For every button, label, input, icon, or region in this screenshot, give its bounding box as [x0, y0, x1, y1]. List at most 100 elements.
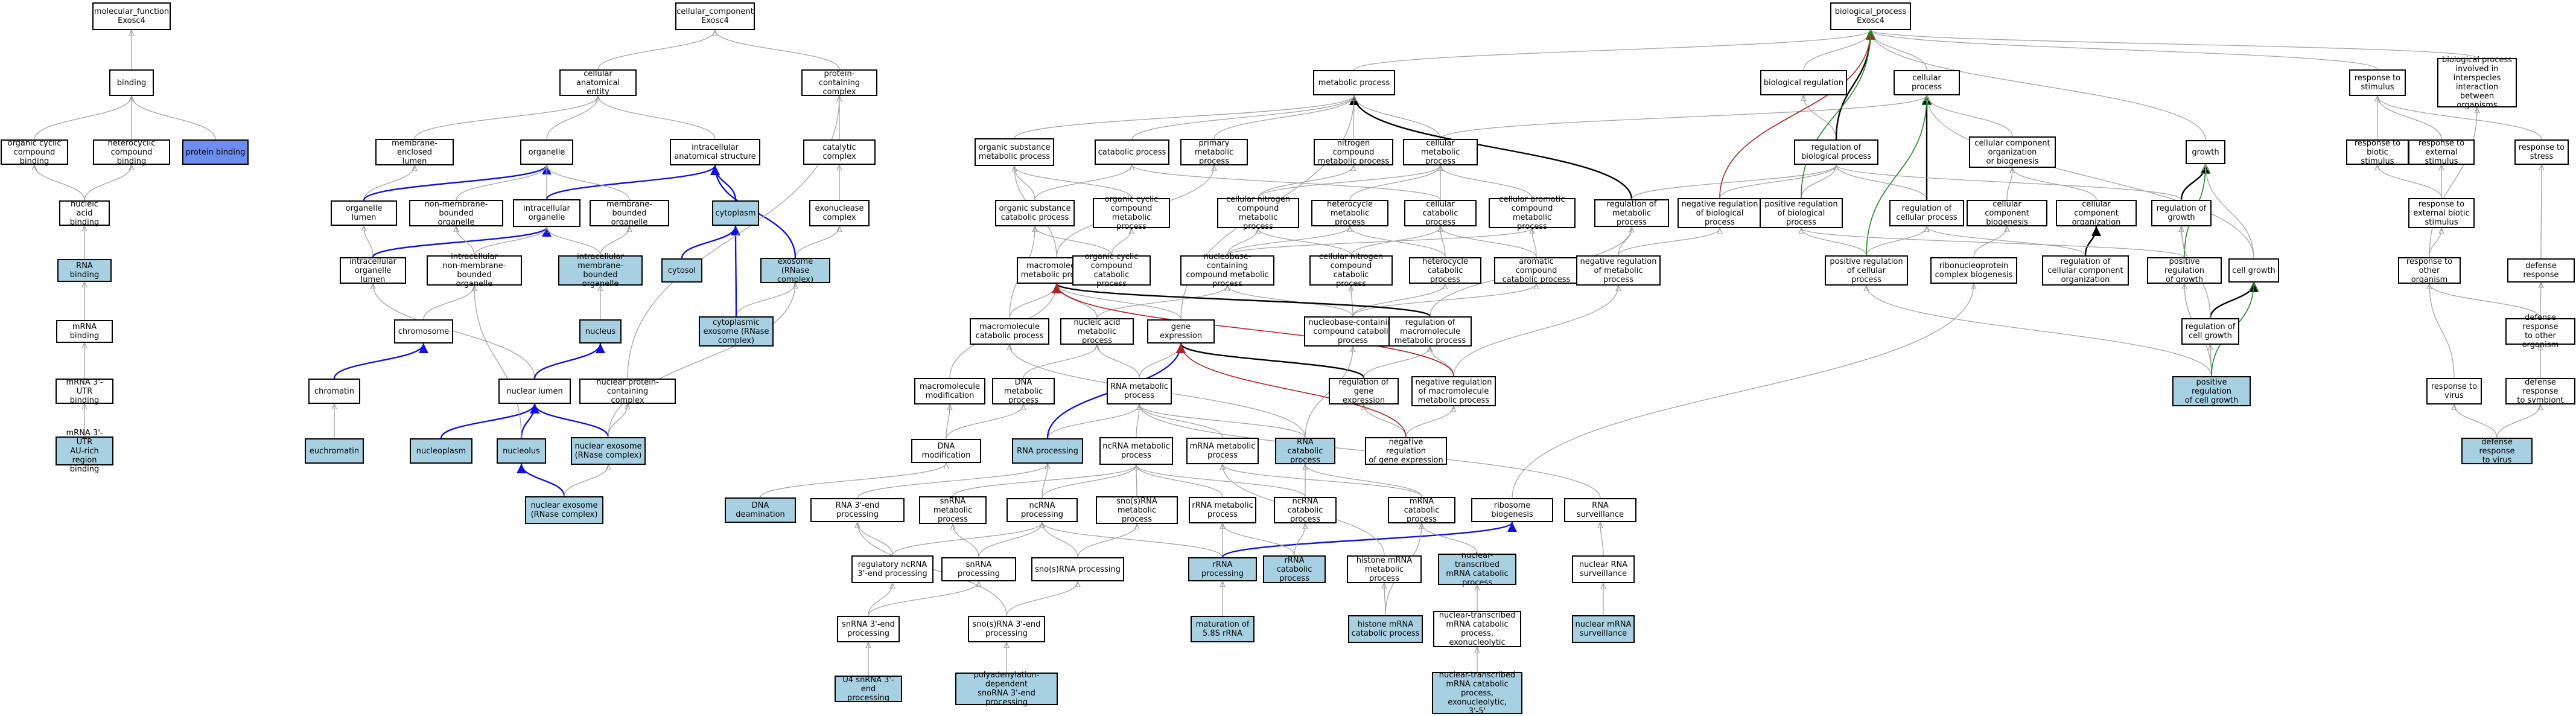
- go-term-cellular-component-organization[interactable]: cellular component organization: [2056, 200, 2137, 227]
- go-term-mrna-3utr-binding[interactable]: mRNA 3'-UTR binding: [56, 378, 113, 405]
- go-term-snrna-processing[interactable]: snRNA processing: [941, 557, 1016, 581]
- go-term-nuclear-rna-surveillance[interactable]: nuclear RNA surveillance: [1572, 555, 1635, 583]
- go-term-cellular-anatomical-entity[interactable]: cellular anatomical entity: [559, 69, 637, 97]
- go-term-intracellular-organelle[interactable]: intracellular organelle: [513, 199, 580, 227]
- go-term-snrna-metabolic[interactable]: snRNA metabolic process: [919, 496, 987, 524]
- go-term-cellular-catabolic[interactable]: cellular catabolic process: [1404, 200, 1477, 227]
- go-term-mrna-binding[interactable]: mRNA binding: [56, 320, 113, 343]
- go-term-regulatory-ncrna-3end[interactable]: regulatory ncRNA 3'-end processing: [851, 555, 933, 583]
- go-term-bp-interspecies[interactable]: biological process involved in interspec…: [2437, 56, 2517, 110]
- go-term-cc-root[interactable]: cellular_component Exosc4: [675, 2, 755, 30]
- go-term-positive-regulation-biological[interactable]: positive regulation of biological proces…: [1760, 198, 1843, 228]
- go-term-nuclear-exosome-b[interactable]: nuclear exosome (RNase complex): [525, 496, 603, 524]
- go-term-nuclear-mrna-surveillance[interactable]: nuclear mRNA surveillance: [1572, 615, 1635, 643]
- go-term-mrna-3utr-au-binding[interactable]: mRNA 3'-UTR AU-rich region binding: [56, 429, 113, 474]
- go-term-cytoplasm[interactable]: cytoplasm: [712, 200, 759, 226]
- go-term-heterocycle-catabolic[interactable]: heterocycle catabolic process: [1409, 257, 1481, 284]
- go-term-nuclear-protein-containing-complex[interactable]: nuclear protein-containing complex: [579, 378, 676, 405]
- go-term-ncrna-metabolic[interactable]: ncRNA metabolic process: [1099, 437, 1173, 465]
- go-term-nuclear-transcribed-mrna-catabolic[interactable]: nuclear-transcribed mRNA catabolic proce…: [1438, 551, 1516, 587]
- go-term-membrane-bounded-organelle[interactable]: membrane-bounded organelle: [590, 200, 669, 227]
- go-term-nuclear-lumen[interactable]: nuclear lumen: [498, 379, 571, 404]
- go-term-cellular-nitrogen-compound-catabolic[interactable]: cellular nitrogen compound catabolic pro…: [1309, 252, 1393, 289]
- go-term-cytosol[interactable]: cytosol: [661, 258, 702, 283]
- go-term-regulation-of-biological-process[interactable]: regulation of biological process: [1794, 139, 1878, 165]
- go-term-response-to-external[interactable]: response to external stimulus: [2408, 139, 2475, 166]
- go-term-nuclear-exosome-a[interactable]: nuclear exosome (RNase complex): [571, 437, 646, 465]
- go-term-protein-binding[interactable]: protein binding: [182, 139, 249, 165]
- go-term-polyadenylation-snorna[interactable]: polyadenylation-dependent snoRNA 3'-end …: [955, 671, 1058, 707]
- go-term-positive-regulation-of-growth[interactable]: positive regulation of growth: [2147, 257, 2222, 284]
- go-term-regulation-of-gene-expression[interactable]: regulation of gene expression: [1329, 378, 1399, 405]
- go-term-cellular-aromatic-compound-metabolic[interactable]: cellular aromatic compound metabolic pro…: [1489, 195, 1576, 231]
- go-term-rna-binding[interactable]: RNA binding: [57, 259, 112, 282]
- go-term-exonuclease-complex[interactable]: exonuclease complex: [809, 200, 870, 226]
- go-term-gene-expression[interactable]: gene expression: [1147, 319, 1215, 344]
- go-term-catalytic-complex[interactable]: catalytic complex: [803, 139, 876, 165]
- go-term-regulation-of-macromolecule-metabolic[interactable]: regulation of macromolecule metabolic pr…: [1388, 316, 1472, 347]
- go-term-rna-processing[interactable]: RNA processing: [1012, 438, 1083, 464]
- go-term-nucleolus[interactable]: nucleolus: [497, 438, 546, 464]
- go-term-defense-response-to-other-organism[interactable]: defense response to other organism: [2505, 313, 2575, 350]
- go-term-negative-regulation-metabolic[interactable]: negative regulation of metabolic process: [1576, 255, 1661, 286]
- go-term-dna-metabolic[interactable]: DNA metabolic process: [992, 378, 1055, 405]
- go-term-cellular-metabolic[interactable]: cellular metabolic process: [1403, 139, 1478, 166]
- go-term-snrna-3end-processing[interactable]: snRNA 3'-end processing: [837, 616, 900, 642]
- go-term-negative-regulation-macromolecule-metabolic[interactable]: negative regulation of macromolecule met…: [1411, 376, 1496, 406]
- go-term-cell-growth[interactable]: cell growth: [2228, 258, 2279, 283]
- go-term-rna-metabolic[interactable]: RNA metabolic process: [1107, 378, 1172, 404]
- go-term-snosrna-3end-processing[interactable]: sno(s)RNA 3'-end processing: [968, 616, 1045, 642]
- go-term-response-to-biotic[interactable]: response to biotic stimulus: [2346, 139, 2409, 166]
- go-term-response-to-other-organism[interactable]: response to other organism: [2398, 257, 2461, 284]
- go-term-maturation-58s-rrna[interactable]: maturation of 5.8S rRNA: [1191, 616, 1255, 642]
- go-term-chromosome[interactable]: chromosome: [394, 319, 453, 344]
- go-term-defense-response-to-virus[interactable]: defense response to virus: [2461, 438, 2533, 465]
- go-term-nucleoplasm[interactable]: nucleoplasm: [410, 438, 472, 464]
- go-term-response-to-virus[interactable]: response to virus: [2426, 378, 2482, 404]
- go-term-cellular-component-biogenesis[interactable]: cellular component biogenesis: [1967, 200, 2047, 227]
- go-term-heterocyclic-binding[interactable]: heterocyclic compound binding: [93, 139, 170, 166]
- go-term-chromatin[interactable]: chromatin: [308, 379, 360, 404]
- go-term-response-to-external-biotic[interactable]: response to external biotic stimulus: [2408, 198, 2475, 228]
- go-term-regulation-of-cell-growth[interactable]: regulation of cell growth: [2181, 318, 2239, 345]
- go-term-u4-snrna-3end[interactable]: U4 snRNA 3'-end processing: [835, 676, 902, 703]
- go-term-nitrogen-compound-metabolic[interactable]: nitrogen compound metabolic process: [1314, 139, 1393, 166]
- go-term-non-membrane-bounded-organelle[interactable]: non-membrane-bounded organelle: [409, 200, 503, 227]
- go-term-positive-regulation-of-cell-growth[interactable]: positive regulation of cell growth: [2172, 376, 2251, 406]
- go-term-nucleobase-containing-compound-metabolic[interactable]: nucleobase-containing compound metabolic…: [1180, 252, 1274, 289]
- go-term-mrna-metabolic[interactable]: mRNA metabolic process: [1186, 438, 1259, 464]
- go-term-regulation-of-cellular-component-org[interactable]: regulation of cellular component organiz…: [2042, 255, 2129, 286]
- go-term-organelle[interactable]: organelle: [520, 139, 573, 165]
- go-term-metabolic-process[interactable]: metabolic process: [1313, 70, 1395, 95]
- go-term-regulation-of-cellular-process[interactable]: regulation of cellular process: [1889, 200, 1964, 226]
- go-term-response-to-stress[interactable]: response to stress: [2514, 139, 2569, 165]
- go-term-membrane-enclosed-lumen[interactable]: membrane-enclosed lumen: [375, 139, 454, 166]
- go-term-ncrna-processing[interactable]: ncRNA processing: [1007, 498, 1078, 522]
- go-term-catabolic-process[interactable]: catabolic process: [1095, 139, 1169, 165]
- go-term-ntmrna-catabolic-exo[interactable]: nuclear-transcribed mRNA catabolic proce…: [1433, 611, 1521, 647]
- go-term-rna-surveillance[interactable]: RNA surveillance: [1564, 498, 1636, 522]
- go-term-intracellular-mb-organelle[interactable]: intracellular membrane-bounded organelle: [558, 252, 643, 289]
- go-term-negative-regulation-biological[interactable]: negative regulation of biological proces…: [1678, 198, 1762, 228]
- go-term-intracellular-organelle-lumen[interactable]: intracellular organelle lumen: [340, 257, 406, 284]
- go-term-protein-containing-complex[interactable]: protein-containing complex: [801, 69, 877, 97]
- go-term-nucleobase-containing-compound-catabolic[interactable]: nucleobase-containing compound catabolic…: [1304, 316, 1402, 347]
- go-term-exosome-rnase-complex[interactable]: exosome (RNase complex): [760, 257, 830, 284]
- go-term-dna-modification[interactable]: DNA modification: [911, 439, 981, 463]
- go-term-negative-regulation-of-gene-expression[interactable]: negative regulation of gene expression: [1365, 437, 1447, 465]
- go-term-snosrna-metabolic[interactable]: sno(s)RNA metabolic process: [1096, 496, 1178, 524]
- go-term-nucleic-acid-metabolic[interactable]: nucleic acid metabolic process: [1060, 318, 1134, 345]
- go-term-ribosome-biogenesis[interactable]: ribosome biogenesis: [1471, 498, 1553, 522]
- go-term-macromolecule-catabolic[interactable]: macromolecule catabolic process: [970, 318, 1049, 345]
- go-term-primary-metabolic[interactable]: primary metabolic process: [1180, 139, 1248, 166]
- go-term-cytoplasmic-exosome[interactable]: cytoplasmic exosome (RNase complex): [699, 316, 774, 347]
- go-term-regulation-of-growth[interactable]: regulation of growth: [2151, 200, 2212, 226]
- go-term-rrna-catabolic[interactable]: rRNA catabolic process: [1263, 555, 1326, 583]
- go-term-bp-root[interactable]: biological_process Exosc4: [1830, 2, 1911, 30]
- go-term-intracellular-anatomical-structure[interactable]: intracellular anatomical structure: [670, 139, 760, 165]
- go-term-histone-mrna-catabolic[interactable]: histone mRNA catabolic process: [1348, 615, 1423, 643]
- go-term-cellular-component-org[interactable]: cellular component organization or bioge…: [1969, 136, 2056, 168]
- go-term-organic-cyclic-binding[interactable]: organic cyclic compound binding: [1, 139, 68, 166]
- go-term-rrna-processing[interactable]: rRNA processing: [1188, 557, 1257, 581]
- go-term-rna-3end-processing[interactable]: RNA 3'-end processing: [810, 498, 905, 522]
